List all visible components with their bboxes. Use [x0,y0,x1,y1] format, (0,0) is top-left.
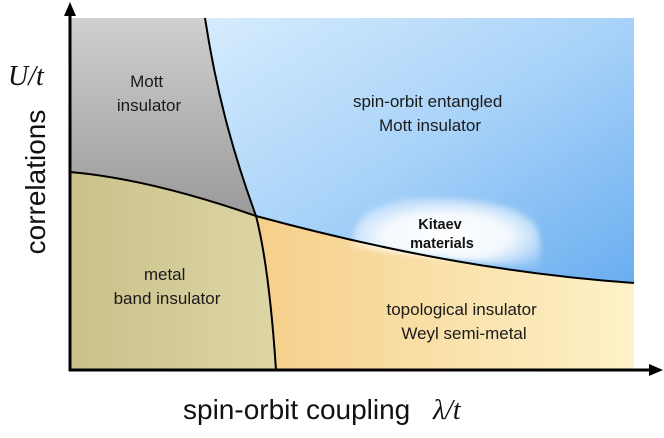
label-kitaev-materials: Kitaev materials [410,217,474,252]
x-axis-arrowhead [649,364,663,376]
label-spin-orbit-entangled: spin-orbit entangled Mott insulator [353,92,507,135]
label-mott-insulator: Mott insulator [117,72,182,115]
x-axis-label: spin-orbit coupling [183,394,410,425]
boundary-mott-upper [204,17,257,217]
boundary-soc-insulator [255,215,635,284]
label-topological-insulator: topological insulator Weyl semi-metal [387,300,542,343]
boundary-metal-lower [255,215,277,371]
y-axis-symbol: U/t [8,61,45,92]
region-mott-insulator [70,18,256,216]
region-spin-orbit-entangled [205,18,634,283]
region-topological-insulator [256,216,634,370]
label-metal-band-insulator: metal band insulator [114,265,221,308]
y-axis-label: correlations [20,110,51,255]
y-axis-arrowhead [64,2,76,16]
x-axis-symbol: λ/t [432,395,462,426]
region-metal-band-insulator [70,172,276,370]
boundary-mott-metallic [69,171,257,217]
